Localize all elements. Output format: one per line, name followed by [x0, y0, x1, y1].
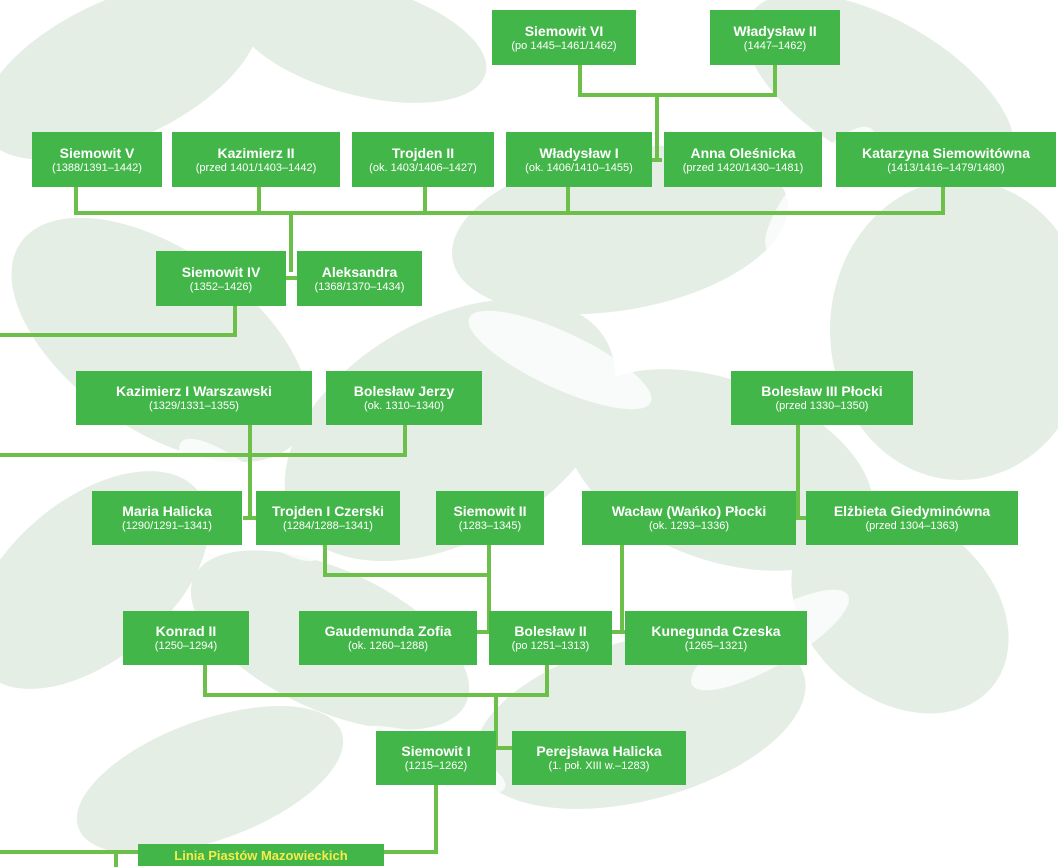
person-katarzyna-siemowitowna: Katarzyna Siemowitówna (1413/1416–1479/1…: [836, 132, 1056, 187]
person-elzbieta-giedyminowna: Elżbieta Giedyminówna (przed 1304–1363): [806, 491, 1018, 545]
person-aleksandra: Aleksandra (1368/1370–1434): [297, 251, 422, 306]
person-name: Siemowit II: [453, 503, 527, 519]
person-dates: (ok. 1403/1406–1427): [369, 161, 477, 174]
person-dates: (przed 1304–1363): [865, 520, 959, 532]
person-dates: (przed 1420/1430–1481): [682, 161, 804, 174]
person-name: Konrad II: [155, 623, 217, 639]
person-dates: (1215–1262): [404, 760, 468, 772]
person-dates: (1284/1288–1341): [283, 520, 373, 532]
person-dates: (1329/1331–1355): [149, 400, 239, 412]
person-siemowit-v: Siemowit V (1388/1391–1442): [32, 132, 162, 187]
person-name: Kunegunda Czeska: [651, 623, 781, 639]
person-konrad-ii: Konrad II (1250–1294): [123, 611, 249, 665]
person-dates: (po 1445–1461/1462): [511, 39, 617, 52]
person-wladyslaw-ii: Władysław II (1447–1462): [710, 10, 840, 65]
person-name: Siemowit I: [401, 743, 471, 759]
person-kazimierz-i-warszawski: Kazimierz I Warszawski (1329/1331–1355): [76, 371, 312, 425]
person-siemowit-i: Siemowit I (1215–1262): [376, 731, 496, 785]
person-boleslaw-iii-plocki: Bolesław III Płocki (przed 1330–1350): [731, 371, 913, 425]
person-kazimierz-ii: Kazimierz II (przed 1401/1403–1442): [172, 132, 340, 187]
person-name: Trojden II: [391, 144, 455, 161]
person-trojden-i-czerski: Trojden I Czerski (1284/1288–1341): [256, 491, 400, 545]
person-dates: (przed 1330–1350): [775, 400, 869, 412]
person-gaudemunda-zofia: Gaudemunda Zofia (ok. 1260–1288): [299, 611, 477, 665]
person-kunegunda-czeska: Kunegunda Czeska (1265–1321): [625, 611, 807, 665]
person-name: Bolesław III Płocki: [761, 383, 883, 399]
person-name: Trojden I Czerski: [271, 503, 385, 519]
person-perejslawa-halicka: Perejsława Halicka (1. poł. XIII w.–1283…: [512, 731, 686, 785]
person-name: Katarzyna Siemowitówna: [861, 144, 1031, 161]
person-siemowit-iv: Siemowit IV (1352–1426): [156, 251, 286, 306]
person-boleslaw-jerzy: Bolesław Jerzy (ok. 1310–1340): [326, 371, 482, 425]
person-wladyslaw-i: Władysław I (ok. 1406/1410–1455): [506, 132, 652, 187]
person-name: Wacław (Wańko) Płocki: [611, 503, 767, 519]
person-dates: (1. poł. XIII w.–1283): [548, 760, 650, 772]
person-maria-halicka: Maria Halicka (1290/1291–1341): [92, 491, 242, 545]
person-name: Władysław I: [539, 144, 619, 161]
person-name: Maria Halicka: [122, 503, 212, 519]
person-name: Kazimierz I Warszawski: [116, 383, 272, 399]
line-banner: Linia Piastów Mazowieckich: [138, 844, 384, 866]
person-anna-olesnicka: Anna Oleśnicka (przed 1420/1430–1481): [664, 132, 822, 187]
person-name: Siemowit IV: [181, 263, 261, 280]
person-dates: (ok. 1260–1288): [347, 640, 429, 652]
person-dates: (ok. 1293–1336): [648, 520, 730, 532]
person-name: Bolesław Jerzy: [353, 383, 455, 399]
person-dates: (1250–1294): [154, 640, 218, 652]
person-trojden-ii: Trojden II (ok. 1403/1406–1427): [352, 132, 494, 187]
person-dates: (ok. 1310–1340): [363, 400, 445, 412]
person-dates: (1447–1462): [743, 39, 807, 52]
person-boleslaw-ii: Bolesław II (po 1251–1313): [489, 611, 612, 665]
person-name: Aleksandra: [321, 263, 398, 280]
person-name: Siemowit VI: [524, 22, 604, 39]
person-dates: (ok. 1406/1410–1455): [525, 161, 633, 174]
person-dates: (1283–1345): [458, 520, 522, 532]
person-dates: (1413/1416–1479/1480): [887, 161, 1005, 174]
person-dates: (po 1251–1313): [511, 640, 590, 652]
person-siemowit-vi: Siemowit VI (po 1445–1461/1462): [492, 10, 636, 65]
person-waclaw-plocki: Wacław (Wańko) Płocki (ok. 1293–1336): [582, 491, 796, 545]
person-dates: (1265–1321): [684, 640, 748, 652]
person-name: Gaudemunda Zofia: [324, 623, 452, 639]
person-siemowit-ii: Siemowit II (1283–1345): [436, 491, 544, 545]
person-name: Elżbieta Giedyminówna: [833, 503, 991, 519]
person-name: Perejsława Halicka: [536, 743, 662, 759]
person-name: Bolesław II: [514, 623, 587, 639]
person-name: Kazimierz II: [217, 144, 295, 161]
person-dates: (przed 1401/1403–1442): [195, 161, 317, 174]
person-dates: (1388/1391–1442): [52, 161, 142, 174]
person-dates: (1368/1370–1434): [314, 280, 405, 293]
person-dates: (1352–1426): [189, 280, 253, 293]
person-name: Anna Oleśnicka: [690, 144, 796, 161]
person-name: Władysław II: [733, 22, 817, 39]
person-dates: (1290/1291–1341): [122, 520, 212, 532]
person-name: Siemowit V: [59, 144, 135, 161]
